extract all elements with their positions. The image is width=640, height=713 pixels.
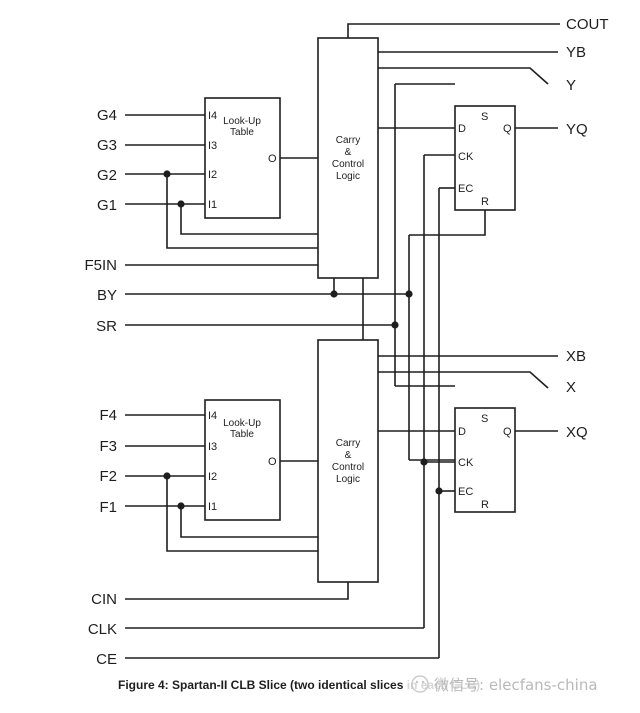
- label-yb: YB: [566, 44, 586, 61]
- label-clk: CLK: [88, 621, 117, 638]
- lut-top-block: [204, 97, 281, 219]
- lut-bottom-pin-i2: I2: [208, 471, 217, 483]
- junction-dots: [163, 170, 443, 510]
- watermark-text: 微信号: elecfans-china: [434, 676, 598, 694]
- label-f1: F1: [99, 499, 117, 516]
- lut-bottom-pin-i3: I3: [208, 441, 217, 453]
- ff-bottom-pin-ec: EC: [458, 486, 473, 498]
- carry-bottom-line-2: &: [345, 450, 352, 461]
- label-g2: G2: [97, 167, 117, 184]
- label-x: X: [566, 379, 576, 396]
- flipflop-bottom-block: [454, 407, 516, 513]
- lut-bottom-pin-i4: I4: [208, 410, 217, 422]
- wires-top: [125, 23, 560, 658]
- lut-top-pin-i3: I3: [208, 140, 217, 152]
- label-ce: CE: [96, 651, 117, 668]
- ff-bottom-pin-d: D: [458, 426, 466, 438]
- label-f5in: F5IN: [84, 257, 117, 274]
- carry-bottom-line-1: Carry: [336, 438, 360, 449]
- lut-top-pin-i2: I2: [208, 169, 217, 181]
- label-f2: F2: [99, 468, 117, 485]
- ff-top-pin-ck: CK: [458, 151, 474, 163]
- lut-bottom-title-2: Table: [230, 429, 254, 440]
- label-g3: G3: [97, 137, 117, 154]
- lut-top-pin-i4: I4: [208, 110, 217, 122]
- carry-logic-bottom-block: [317, 339, 379, 583]
- label-cin: CIN: [91, 591, 117, 608]
- ff-top-pin-d: D: [458, 123, 466, 135]
- label-xb: XB: [566, 348, 586, 365]
- label-xq: XQ: [566, 424, 588, 441]
- watermark: 微信号: elecfans-china: [405, 673, 627, 697]
- label-by: BY: [97, 287, 117, 304]
- label-y: Y: [566, 77, 576, 94]
- carry-top-line-4: Logic: [336, 171, 360, 182]
- carry-top-line-1: Carry: [336, 135, 360, 146]
- ff-bottom-pin-q: Q: [503, 426, 512, 438]
- ff-top-pin-s: S: [481, 111, 488, 123]
- ff-top-pin-ec: EC: [458, 183, 473, 195]
- lut-bottom-pin-i1: I1: [208, 501, 217, 513]
- carry-bottom-line-4: Logic: [336, 474, 360, 485]
- ff-top-pin-q: Q: [503, 123, 512, 135]
- carry-logic-top-block: [317, 37, 379, 279]
- label-cout: COUT: [566, 16, 609, 33]
- ff-bottom-pin-ck: CK: [458, 457, 474, 469]
- flipflop-top-block: [454, 105, 516, 211]
- lut-top-title-2: Table: [230, 127, 254, 138]
- lut-bottom-block: [204, 399, 281, 521]
- carry-bottom-line-3: Control: [332, 462, 364, 473]
- lut-top-pin-i1: I1: [208, 199, 217, 211]
- carry-top-line-3: Control: [332, 159, 364, 170]
- label-sr: SR: [96, 318, 117, 335]
- figure-caption: Figure 4: Spartan-II CLB Slice (two iden…: [118, 678, 480, 692]
- ff-top-pin-r: R: [481, 196, 489, 208]
- lut-top-title-1: Look-Up: [223, 116, 261, 127]
- ff-bottom-pin-s: S: [481, 413, 488, 425]
- lut-top-pin-o: O: [268, 153, 277, 165]
- lut-bottom-pin-o: O: [268, 456, 277, 468]
- lut-bottom-title-1: Look-Up: [223, 418, 261, 429]
- label-f4: F4: [99, 407, 117, 424]
- carry-top-line-2: &: [345, 147, 352, 158]
- label-g1: G1: [97, 197, 117, 214]
- label-yq: YQ: [566, 121, 588, 138]
- label-g4: G4: [97, 107, 117, 124]
- ff-bottom-pin-r: R: [481, 499, 489, 511]
- label-f3: F3: [99, 438, 117, 455]
